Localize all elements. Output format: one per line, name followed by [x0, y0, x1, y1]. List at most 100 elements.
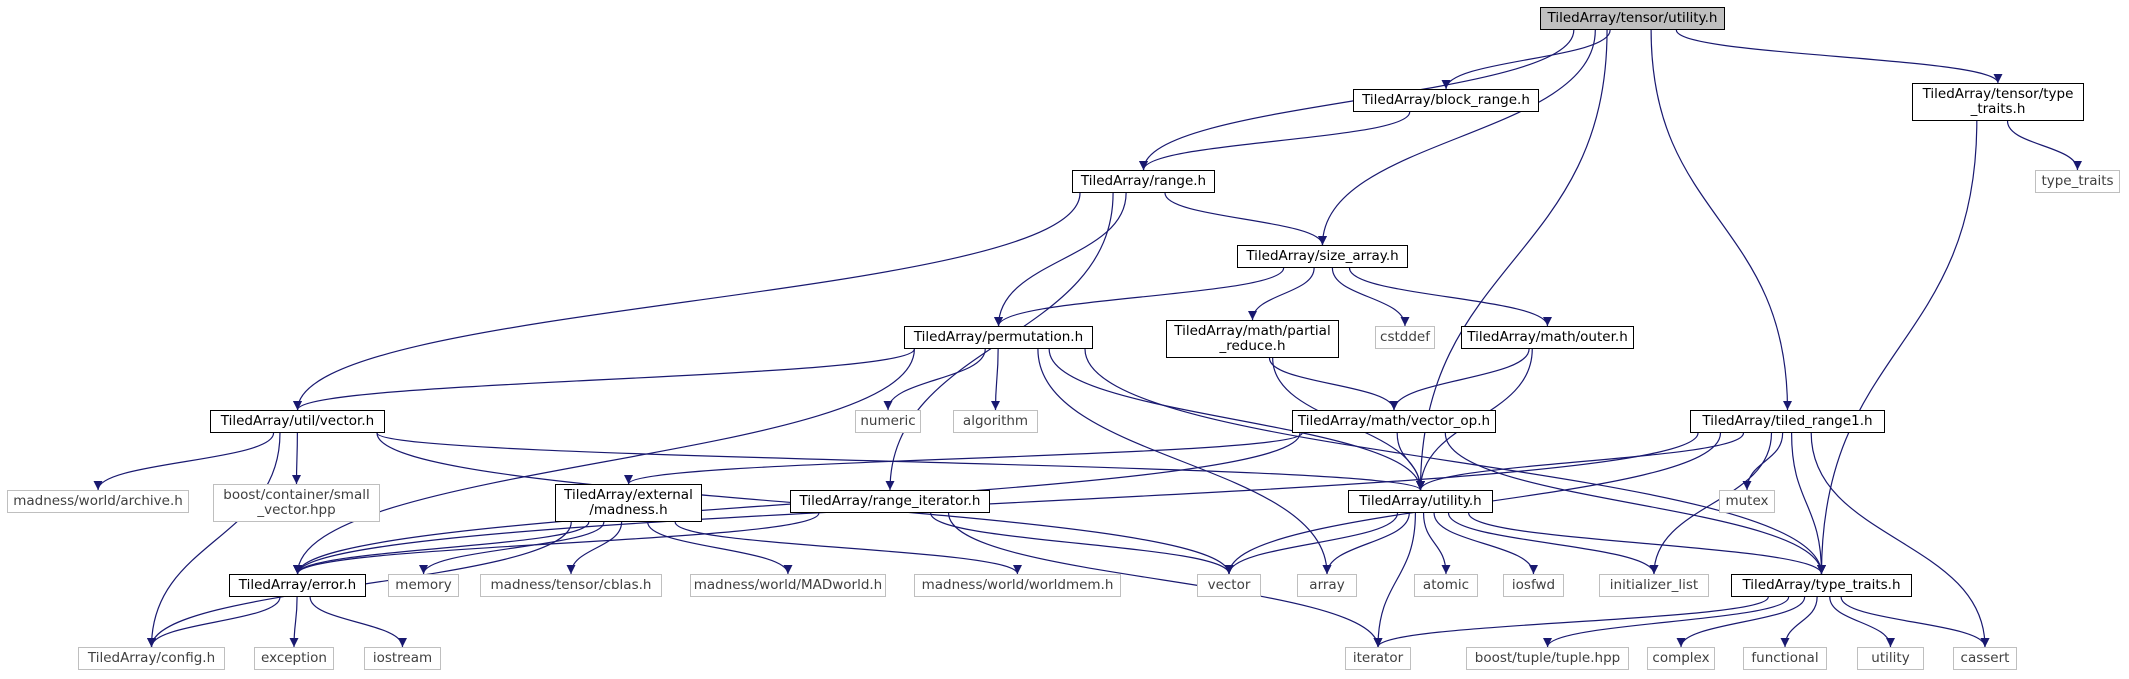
- edge-utility-to-array: [1322, 512, 1410, 575]
- node-partial-reduce[interactable]: TiledArray/math/partial _reduce.h: [1166, 320, 1339, 358]
- edge-vector-op-to-type-traits-h: [1444, 432, 1826, 575]
- edge-utility-to-iterator: [1373, 512, 1416, 648]
- edge-tiled-range1-to-cassert: [1810, 432, 1990, 648]
- node-type-traits-h[interactable]: TiledArray/type_traits.h: [1731, 574, 1912, 597]
- node-functional: functional: [1743, 647, 1827, 670]
- edge-external-madness-to-memory: [419, 521, 605, 575]
- edge-tiled-range1-to-mutex: [1742, 432, 1784, 491]
- node-tiled-range1[interactable]: TiledArray/tiled_range1.h: [1690, 410, 1885, 433]
- edge-permutation-to-utility: [1048, 348, 1425, 491]
- edge-vector-op-to-external-madness: [624, 432, 1303, 485]
- edge-tiled-range1-to-error: [293, 432, 1699, 575]
- edge-permutation-to-numeric: [883, 348, 986, 411]
- edge-permutation-to-algorithm: [991, 348, 1001, 411]
- edge-root-to-utility: [1416, 29, 1608, 491]
- node-outer[interactable]: TiledArray/math/outer.h: [1461, 326, 1634, 349]
- edge-partial-reduce-to-vector-op: [1268, 357, 1399, 411]
- node-type-traits-std: type_traits: [2035, 170, 2120, 193]
- edge-tiled-range1-to-utility: [1416, 432, 1745, 491]
- edge-error-to-iostream: [309, 596, 407, 648]
- edge-range-to-permutation: [994, 192, 1127, 327]
- edge-external-madness-to-error: [293, 521, 590, 575]
- edge-type-traits-h-to-functional: [1780, 596, 1818, 648]
- edge-utility-to-vector: [1224, 512, 1399, 575]
- edge-root-to-block-range: [1441, 29, 1611, 90]
- node-utility-std: utility: [1857, 647, 1924, 670]
- edge-utility-to-atomic: [1422, 512, 1451, 575]
- node-iterator: iterator: [1345, 647, 1411, 670]
- node-block-range[interactable]: TiledArray/block_range.h: [1353, 89, 1539, 112]
- edge-type-traits-h-to-cassert: [1840, 596, 1990, 648]
- edge-range-iterator-to-error: [293, 512, 820, 575]
- edge-utility-to-type-traits-h: [1468, 512, 1826, 575]
- node-boost-tuple: boost/tuple/tuple.hpp: [1466, 647, 1629, 670]
- node-memory: memory: [388, 574, 459, 597]
- node-atomic: atomic: [1414, 574, 1478, 597]
- edge-util-vector-to-utility: [376, 432, 1425, 491]
- node-worldmem: madness/world/worldmem.h: [914, 574, 1121, 597]
- edge-error-to-config: [147, 596, 281, 648]
- node-permutation[interactable]: TiledArray/permutation.h: [904, 326, 1093, 349]
- node-vector-op[interactable]: TiledArray/math/vector_op.h: [1292, 410, 1496, 433]
- node-root: TiledArray/tensor/utility.h: [1540, 7, 1725, 30]
- edge-size-array-to-permutation: [994, 267, 1285, 327]
- edge-util-vector-to-archive: [93, 432, 275, 491]
- edge-size-array-to-partial-reduce: [1248, 267, 1315, 321]
- node-archive: madness/world/archive.h: [7, 490, 189, 513]
- node-range[interactable]: TiledArray/range.h: [1072, 170, 1215, 193]
- edge-tiled-range1-to-type-traits-h: [1790, 432, 1826, 575]
- node-exception: exception: [254, 647, 334, 670]
- node-algorithm: algorithm: [953, 410, 1038, 433]
- edge-error-to-exception: [289, 596, 299, 648]
- edge-block-range-to-range: [1139, 111, 1411, 171]
- node-external-madness[interactable]: TiledArray/external /madness.h: [555, 484, 702, 522]
- node-cstddef: cstddef: [1375, 326, 1435, 349]
- edge-range-to-util-vector: [293, 192, 1081, 411]
- edge-permutation-to-array: [1037, 348, 1332, 575]
- node-mutex: mutex: [1719, 490, 1775, 513]
- edge-tiled-range1-to-initializer-list: [1649, 432, 1773, 575]
- edge-external-madness-to-madworld: [647, 521, 793, 575]
- node-range-iterator[interactable]: TiledArray/range_iterator.h: [790, 490, 990, 513]
- edge-tensor-type-traits-to-type-traits-std: [2006, 120, 2082, 171]
- node-madworld: madness/world/MADworld.h: [690, 574, 886, 597]
- node-array: array: [1297, 574, 1357, 597]
- edge-permutation-to-error: [293, 348, 915, 575]
- edge-root-to-tensor-type-traits: [1675, 29, 2003, 84]
- node-size-array[interactable]: TiledArray/size_array.h: [1237, 245, 1408, 268]
- edge-root-to-tiled-range1: [1650, 29, 1792, 411]
- edge-type-traits-h-to-iterator: [1373, 596, 1769, 648]
- edge-util-vector-to-small-vector: [292, 432, 302, 485]
- node-complex: complex: [1647, 647, 1715, 670]
- node-iostream: iostream: [364, 647, 441, 670]
- edge-permutation-to-util-vector: [293, 348, 915, 411]
- node-numeric: numeric: [855, 410, 921, 433]
- edge-size-array-to-outer: [1348, 267, 1552, 327]
- edge-external-madness-to-worldmem: [674, 521, 1022, 575]
- node-vector: vector: [1197, 574, 1261, 597]
- node-iosfwd: iosfwd: [1503, 574, 1564, 597]
- node-initializer-list: initializer_list: [1599, 574, 1709, 597]
- edge-util-vector-to-config: [147, 432, 281, 648]
- node-cblas: madness/tensor/cblas.h: [480, 574, 662, 597]
- node-utility[interactable]: TiledArray/utility.h: [1348, 490, 1493, 513]
- edge-type-traits-h-to-boost-tuple: [1543, 596, 1790, 648]
- edge-utility-to-iosfwd: [1433, 512, 1538, 575]
- edge-tensor-type-traits-to-type-traits-h: [1817, 120, 1978, 575]
- edge-range-to-size-array: [1164, 192, 1327, 246]
- node-tensor-type-traits[interactable]: TiledArray/tensor/type _traits.h: [1912, 83, 2084, 121]
- edge-utility-to-initializer-list: [1447, 512, 1659, 575]
- edge-type-traits-h-to-utility-std: [1829, 596, 1895, 648]
- edge-range-iterator-to-vector: [930, 512, 1234, 575]
- node-cassert: cassert: [1953, 647, 2017, 670]
- edge-outer-to-vector-op: [1389, 348, 1530, 411]
- node-config: TiledArray/config.h: [78, 647, 225, 670]
- edge-range-iterator-to-iterator: [947, 512, 1383, 648]
- node-error[interactable]: TiledArray/error.h: [229, 574, 366, 597]
- edge-root-to-size-array: [1318, 29, 1596, 246]
- node-small-vector: boost/container/small _vector.hpp: [213, 484, 380, 522]
- node-util-vector[interactable]: TiledArray/util/vector.h: [210, 410, 385, 433]
- edge-permutation-to-type-traits-h: [1084, 348, 1826, 575]
- edge-type-traits-h-to-complex: [1676, 596, 1806, 648]
